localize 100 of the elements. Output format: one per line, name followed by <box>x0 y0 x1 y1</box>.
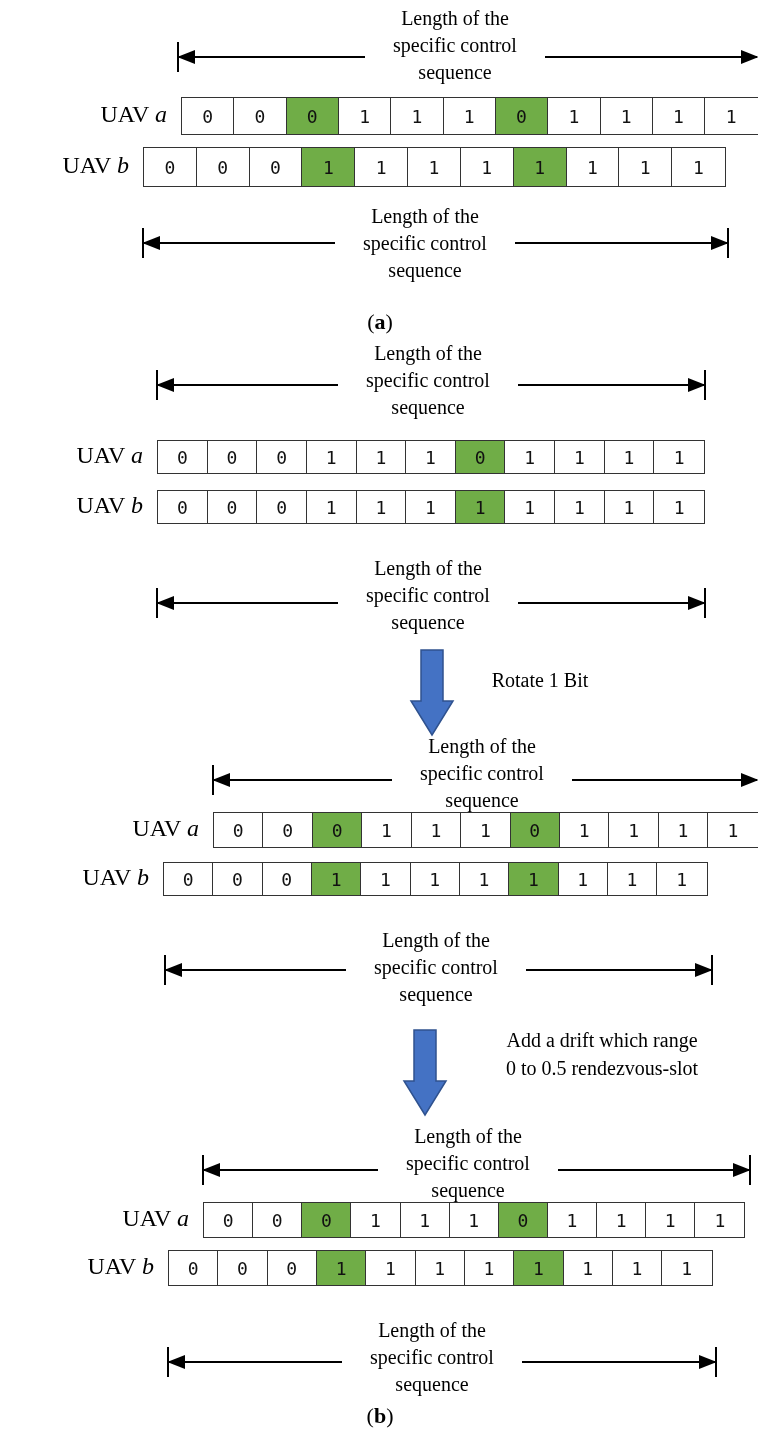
bit-cell: 0 <box>207 491 258 523</box>
bit-cell: 1 <box>356 441 407 473</box>
uav-label: UAV a <box>122 1205 189 1232</box>
dimension-label: Length of the specific control sequence <box>419 734 545 814</box>
bit-cell: 1 <box>509 863 559 895</box>
bit-cell: 0 <box>204 1203 254 1237</box>
bit-cell: 1 <box>609 813 659 847</box>
bit-cell: 1 <box>566 148 620 186</box>
bit-cell: 0 <box>218 1251 268 1285</box>
bit-sequence-bar <box>168 1250 713 1286</box>
uav-label: UAV a <box>100 101 167 128</box>
bit-cell: 0 <box>267 1251 317 1285</box>
bit-cell: 1 <box>505 491 555 523</box>
bit-cell: 0 <box>257 491 307 523</box>
bit-cell: 0 <box>158 491 208 523</box>
bit-cell: 1 <box>316 1251 367 1285</box>
bit-sequence-bar <box>181 97 758 135</box>
bit-cell: 1 <box>455 491 506 523</box>
bit-sequence-bar <box>143 147 726 187</box>
bit-cell: 1 <box>654 441 704 473</box>
bit-cell: 1 <box>708 813 758 847</box>
bit-cell: 0 <box>213 863 263 895</box>
bit-cell: 1 <box>513 148 567 186</box>
bit-cell: 0 <box>164 863 214 895</box>
bit-cell: 1 <box>338 98 392 134</box>
bit-cell: 1 <box>555 491 605 523</box>
uav-label: UAV a <box>76 442 143 469</box>
dimension-label: Length of the specific control sequence <box>405 1124 531 1204</box>
bit-cell: 1 <box>600 98 653 134</box>
bit-cell: 0 <box>455 441 506 473</box>
uav-label: UAV b <box>82 864 149 891</box>
bit-cell: 1 <box>547 1203 597 1237</box>
bit-cell: 1 <box>366 1251 416 1285</box>
bit-cell: 0 <box>263 813 313 847</box>
bit-cell: 1 <box>654 491 704 523</box>
bit-sequence-bar <box>213 812 758 848</box>
bit-cell: 1 <box>652 98 706 134</box>
bit-cell: 0 <box>214 813 264 847</box>
dimension-label: Length of the specific control sequence <box>362 204 488 284</box>
bit-cell: 1 <box>449 1203 499 1237</box>
bit-cell: 1 <box>563 1251 613 1285</box>
bit-cell: 0 <box>510 813 560 847</box>
bit-cell: 1 <box>408 148 461 186</box>
uav-label: UAV b <box>87 1253 154 1280</box>
bit-cell: 1 <box>306 491 357 523</box>
bit-cell: 1 <box>400 1203 450 1237</box>
bit-cell: 1 <box>514 1251 564 1285</box>
bit-cell: 1 <box>558 863 608 895</box>
bit-cell: 1 <box>548 98 601 134</box>
bit-cell: 0 <box>196 148 250 186</box>
dimension-label: Length of the specific control sequence <box>373 928 499 1008</box>
step-note: Rotate 1 Bit <box>490 668 590 693</box>
bit-cell: 1 <box>657 863 707 895</box>
bit-cell: 1 <box>362 813 412 847</box>
bit-cell: 0 <box>262 863 312 895</box>
bit-cell: 1 <box>356 491 407 523</box>
bit-cell: 1 <box>597 1203 647 1237</box>
bit-cell: 1 <box>461 813 511 847</box>
bit-cell: 1 <box>607 863 658 895</box>
bit-cell: 0 <box>234 98 287 134</box>
bit-cell: 1 <box>443 98 496 134</box>
dimension-label: Length of the specific control sequence <box>365 341 491 421</box>
bit-cell: 1 <box>612 1251 663 1285</box>
bit-cell: 1 <box>555 441 605 473</box>
dimension-label: Length of the specific control sequence <box>365 556 491 636</box>
bit-cell: 1 <box>658 813 709 847</box>
bit-cell: 0 <box>257 441 307 473</box>
bit-cell: 1 <box>460 148 514 186</box>
bit-cell: 1 <box>306 441 357 473</box>
bit-cell: 1 <box>406 441 456 473</box>
bit-cell: 1 <box>695 1203 745 1237</box>
bit-cell: 1 <box>672 148 725 186</box>
step-note: Add a drift which range 0 to 0.5 rendezvous-slot <box>504 1028 700 1081</box>
bit-cell: 1 <box>646 1203 696 1237</box>
bit-cell: 0 <box>312 813 363 847</box>
bit-cell: 0 <box>207 441 258 473</box>
bit-cell: 1 <box>411 813 462 847</box>
bit-cell: 1 <box>505 441 555 473</box>
bit-cell: 1 <box>302 148 356 186</box>
uav-label: UAV a <box>132 815 199 842</box>
bit-sequence-bar <box>157 490 705 524</box>
bit-cell: 0 <box>286 98 339 134</box>
bit-cell: 1 <box>355 148 409 186</box>
bit-cell: 1 <box>705 98 758 134</box>
bit-cell: 0 <box>302 1203 352 1237</box>
bit-cell: 0 <box>182 98 235 134</box>
figure-caption: (b) <box>365 1402 395 1430</box>
uav-label: UAV b <box>76 492 143 519</box>
bit-cell: 1 <box>619 148 673 186</box>
bit-cell: 0 <box>158 441 208 473</box>
bit-cell: 1 <box>391 98 444 134</box>
bit-cell: 1 <box>351 1203 401 1237</box>
bit-cell: 0 <box>144 148 197 186</box>
bit-cell: 1 <box>604 491 655 523</box>
dimension-label: Length of the specific control sequence <box>392 6 518 86</box>
bit-cell: 0 <box>498 1203 548 1237</box>
bit-sequence-bar <box>157 440 705 474</box>
bit-sequence-bar <box>163 862 708 896</box>
bit-sequence-bar <box>203 1202 746 1238</box>
bit-cell: 1 <box>662 1251 712 1285</box>
